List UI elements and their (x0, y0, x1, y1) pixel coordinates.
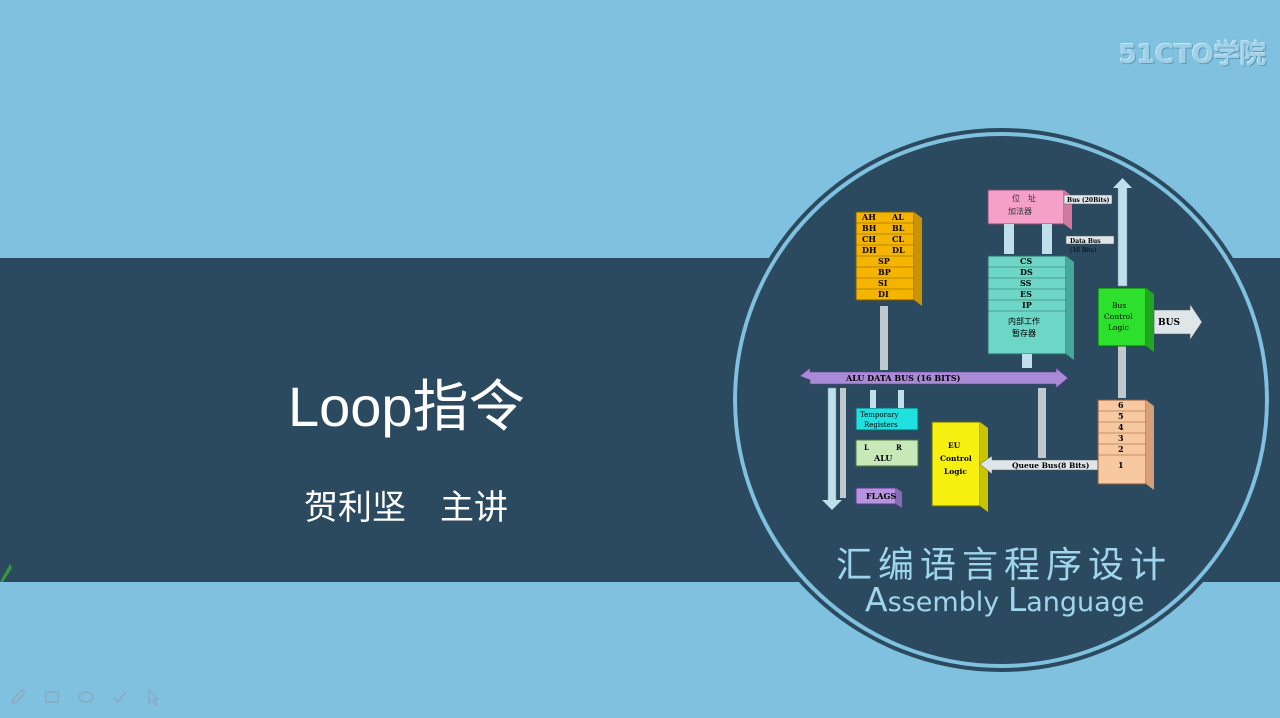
cpu-architecture-diagram: AH AL BH BL CH CL DH DL SP BP SI DI 位 址 … (799, 178, 1203, 512)
svg-text:内部工作: 内部工作 (1008, 316, 1040, 326)
bus-control-logic: Bus Control Logic (1097, 287, 1154, 352)
general-registers: AH AL BH BL CH CL DH DL SP BP SI DI (855, 211, 922, 306)
reg-bl: BL (892, 223, 905, 233)
course-title-en: Assembly Language (865, 580, 1145, 619)
svg-text:Logic: Logic (1108, 323, 1129, 332)
svg-text:IP: IP (1022, 300, 1032, 310)
svg-text:Logic: Logic (944, 467, 967, 476)
svg-text:DS: DS (1020, 267, 1033, 277)
svg-text:Control: Control (940, 454, 972, 463)
slide-title: Loop指令 (288, 375, 525, 438)
svg-text:(16 Bits): (16 Bits) (1070, 247, 1096, 254)
svg-text:CS: CS (1020, 256, 1032, 266)
databus-label: Data Bus (1070, 238, 1101, 245)
ellipse-icon[interactable] (76, 688, 96, 708)
alu-data-bus-label: ALU DATA BUS (16 BITS) (845, 373, 961, 383)
reg-cl: CL (892, 234, 904, 244)
pointer-icon[interactable] (144, 688, 164, 708)
alu-unit: L R ALU (855, 439, 919, 467)
eu-control-logic: EU Control Logic (931, 421, 988, 512)
svg-text:FLAGS: FLAGS (866, 491, 896, 501)
svg-text:Control: Control (1104, 312, 1133, 321)
rectangle-icon[interactable] (42, 688, 62, 708)
leaf-decoration-icon (0, 564, 12, 582)
svg-text:4: 4 (1118, 422, 1124, 432)
segment-registers: CS DS SS ES IP 内部工作 暂存器 (987, 255, 1074, 360)
reg-bp: BP (878, 267, 891, 277)
reg-dl: DL (892, 245, 905, 255)
presenter-label: 贺利坚 主讲 (304, 488, 508, 528)
reg-sp: SP (878, 256, 890, 266)
flags-register: FLAGS (855, 487, 902, 508)
svg-text:Bus: Bus (1112, 301, 1126, 310)
reg-ah: AH (861, 212, 876, 222)
svg-text:Temporary: Temporary (860, 411, 898, 419)
svg-text:5: 5 (1118, 411, 1124, 421)
reg-dh: DH (862, 245, 877, 255)
svg-text:R: R (896, 443, 902, 452)
svg-text:ALU: ALU (873, 453, 892, 463)
svg-text:3: 3 (1118, 433, 1124, 443)
instruction-queue: 6 5 4 3 2 1 (1097, 399, 1154, 490)
svg-text:位 址: 位 址 (1012, 193, 1036, 203)
bus-label: BUS (1158, 318, 1180, 328)
annotation-toolbar (8, 686, 164, 710)
reg-di: DI (878, 289, 889, 299)
svg-text:6: 6 (1118, 400, 1124, 410)
svg-text:ES: ES (1020, 289, 1032, 299)
reg-ch: CH (862, 234, 876, 244)
reg-al: AL (891, 212, 904, 222)
svg-text:EU: EU (948, 441, 961, 450)
watermark-logo: 51CTO学院 (1118, 40, 1266, 70)
temporary-registers: Temporary Registers (855, 407, 919, 431)
checkmark-icon[interactable] (110, 688, 130, 708)
reg-si: SI (878, 278, 888, 288)
bus20-label: Bus (20Bits) (1067, 197, 1110, 204)
svg-text:暂存器: 暂存器 (1012, 328, 1036, 338)
svg-text:L: L (864, 443, 869, 452)
pen-icon[interactable] (8, 688, 28, 708)
svg-text:加法器: 加法器 (1008, 206, 1032, 216)
svg-text:2: 2 (1118, 444, 1124, 454)
course-title-cn: 汇编语言程序设计 (836, 545, 1173, 586)
svg-text:Registers: Registers (864, 421, 898, 429)
queue-bus-label: Queue Bus(8 Bits) (1012, 461, 1089, 470)
reg-bh: BH (862, 223, 877, 233)
address-adder: 位 址 加法器 (987, 189, 1072, 230)
svg-text:1: 1 (1118, 460, 1124, 470)
svg-text:SS: SS (1020, 278, 1032, 288)
